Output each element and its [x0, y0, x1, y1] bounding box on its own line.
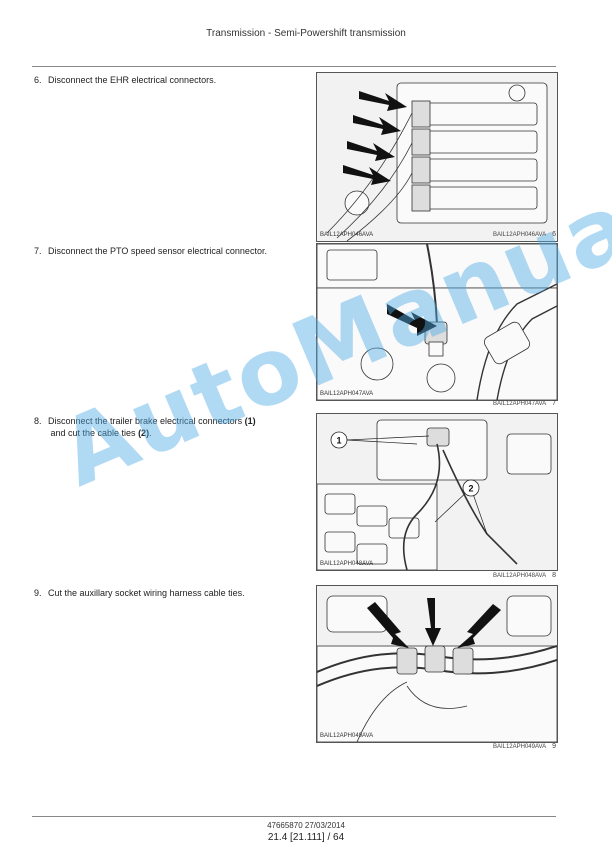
step-text: Disconnect the PTO speed sensor electric… [48, 246, 267, 256]
caption-code: BAIL12APH049AVA [492, 744, 547, 750]
step-number: 6. [34, 75, 42, 85]
figure-code: BAIL12APH049AVA [320, 733, 374, 739]
footer-doc-ref: 47665870 27/03/2014 [267, 821, 345, 830]
figure-caption-7: BAIL12APH047AVA 7 [316, 400, 556, 407]
page-header-title: Transmission - Semi-Powershift transmiss… [206, 28, 406, 39]
figure-7: BAIL12APH047AVA [316, 243, 558, 401]
step-number: 7. [34, 246, 42, 256]
step-text-mid: and cut the cable ties [48, 428, 139, 438]
step-text: Cut the auxillary socket wiring harness … [48, 588, 245, 598]
figure-caption-6: BAIL12APH046AVA 6 [316, 231, 556, 238]
caption-code: BAIL12APH046AVA [492, 232, 547, 238]
caption-code: BAIL12APH047AVA [492, 401, 547, 407]
step-text: Disconnect the EHR electrical connectors… [48, 75, 217, 85]
callout-1: 1 [330, 431, 348, 449]
figure-6: BAIL12APH046AVA [316, 72, 558, 242]
caption-number: 7 [552, 400, 556, 407]
caption-code: BAIL12APH048AVA [492, 573, 547, 579]
figure-9: BAIL12APH049AVA [316, 585, 558, 743]
callout-ref-2: (2) [138, 428, 150, 438]
figure-8: 1 2 BAIL12APH048AVA [316, 413, 558, 571]
figure-caption-9: BAIL12APH049AVA 9 [316, 743, 556, 750]
step-7: 7. Disconnect the PTO speed sensor electr… [34, 245, 296, 257]
step-number: 8. [34, 416, 42, 426]
header-rule [32, 66, 556, 67]
figure-code: BAIL12APH048AVA [320, 561, 374, 567]
figure-caption-8: BAIL12APH048AVA 8 [316, 572, 556, 579]
caption-number: 9 [552, 743, 556, 750]
caption-number: 8 [552, 572, 556, 579]
caption-number: 6 [552, 231, 556, 238]
step-8: 8. Disconnect the trailer brake electrica… [34, 415, 296, 439]
step-9: 9. Cut the auxillary socket wiring harnes… [34, 587, 296, 599]
step-number: 9. [34, 588, 42, 598]
trailer-brake-connectors-illustration: 1 2 [317, 414, 557, 570]
footer-rule [32, 816, 556, 817]
callout-ref-1: (1) [244, 416, 256, 426]
step-6: 6. Disconnect the EHR electrical connecto… [34, 74, 296, 86]
step-text-before: Disconnect the trailer brake electrical … [48, 416, 245, 426]
ehr-connectors-illustration [317, 73, 557, 241]
figure-code: BAIL12APH046AVA [320, 232, 374, 238]
pto-sensor-illustration [317, 244, 557, 400]
callout-1-label: 1 [336, 436, 341, 446]
auxiliary-socket-harness-illustration [317, 586, 557, 742]
figure-code: BAIL12APH047AVA [320, 391, 374, 397]
callout-2: 2 [462, 479, 480, 497]
step-text-after: . [149, 428, 152, 438]
footer-page-number: 21.4 [21.111] / 64 [267, 832, 345, 843]
callout-2-label: 2 [468, 484, 473, 494]
